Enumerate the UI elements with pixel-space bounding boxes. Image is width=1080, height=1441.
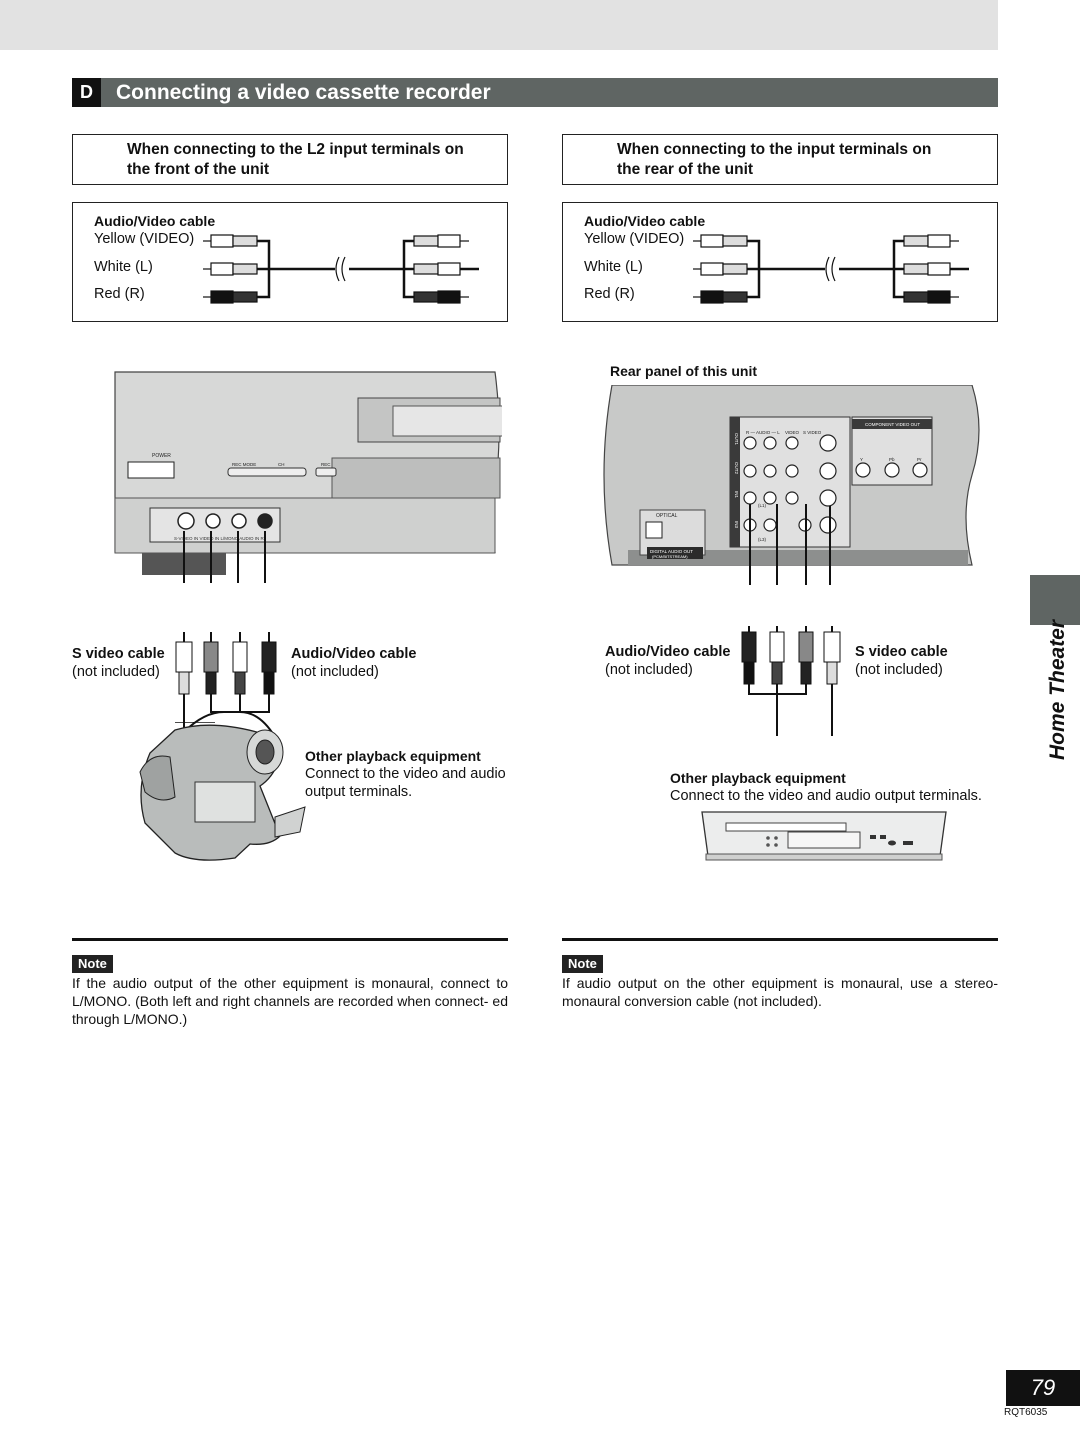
rec-mode-label: REC MODE xyxy=(232,462,256,467)
right-subheading-box: When connecting to the input terminals o… xyxy=(562,134,998,185)
vcr-illustration xyxy=(701,811,947,861)
right-cable-title: Audio/Video cable xyxy=(584,213,706,229)
component-pb-label: Pb xyxy=(889,457,895,462)
left-cable-white: White (L) xyxy=(94,259,153,275)
component-out-label: COMPONENT VIDEO OUT xyxy=(865,422,920,427)
in1-label: IN1 xyxy=(734,491,739,499)
right-note-label: Note xyxy=(562,955,603,973)
svg-text:Home Theater: Home Theater xyxy=(1046,618,1069,760)
optical-label: OPTICAL xyxy=(656,513,678,519)
digital-out-sublabel: (PCM/BITSTREAM) xyxy=(652,554,688,559)
left-av-cable-label: Audio/Video cable xyxy=(291,646,417,662)
right-cable-yellow: Yellow (VIDEO) xyxy=(584,231,685,247)
front-jacks-label: S-VIDEO IN VIDEO IN L/MONO AUDIO IN R xyxy=(174,536,265,541)
left-cable-title: Audio/Video cable xyxy=(94,213,216,229)
left-cable-yellow: Yellow (VIDEO) xyxy=(94,231,195,247)
right-subheading-line1: When connecting to the input terminals o… xyxy=(617,141,932,158)
page-number: 79 xyxy=(1006,1370,1080,1406)
right-av-cable-illustration xyxy=(693,234,969,304)
left-plugs-illustration xyxy=(175,632,277,738)
left-cable-red: Red (R) xyxy=(94,286,145,302)
right-equipment-line: Connect to the video and audio output te… xyxy=(670,788,982,804)
left-subheading-box: When connecting to the L2 input terminal… xyxy=(72,134,508,185)
audio-row-label: R — AUDIO — L xyxy=(746,430,780,435)
right-av-cable-label: Audio/Video cable xyxy=(605,644,731,660)
side-tab-block xyxy=(1030,575,1080,625)
section-header xyxy=(72,78,998,107)
left-equipment-line1: Connect to the video and audio xyxy=(305,766,506,782)
right-subheading-line2: the rear of the unit xyxy=(617,161,754,178)
right-cable-red: Red (R) xyxy=(584,286,635,302)
out1-label: OUT1 xyxy=(734,433,739,445)
digital-out-label: DIGITAL AUDIO OUT xyxy=(650,549,693,554)
component-pr-label: Pr xyxy=(917,457,922,462)
right-note-text: If audio output on the other equipment i… xyxy=(562,975,998,1009)
rec-label: REC xyxy=(321,462,331,467)
left-av-not-included: (not included) xyxy=(291,664,379,680)
side-tab-label: Home Theater xyxy=(1046,618,1069,760)
left-s-video-not-included: (not included) xyxy=(72,664,160,680)
left-note-text: If the audio output of the other equipme… xyxy=(72,975,508,1027)
left-equipment-line2: output terminals. xyxy=(305,784,413,800)
out2-label: OUT2 xyxy=(734,462,739,474)
left-note-label: Note xyxy=(72,955,113,973)
section-letter: D xyxy=(72,78,101,107)
front-panel-illustration: POWER REC MODE CH REC S-VIDEO IN VIDEO I… xyxy=(114,371,502,583)
rear-panel-title: Rear panel of this unit xyxy=(610,363,758,379)
right-s-video-not-included: (not included) xyxy=(855,662,943,678)
right-note-rule xyxy=(562,938,998,941)
top-bar xyxy=(0,0,998,50)
right-s-video-cable-label: S video cable xyxy=(855,644,948,660)
power-label: POWER xyxy=(152,453,171,459)
camcorder-illustration xyxy=(139,722,306,861)
s-video-label: S VIDEO xyxy=(803,430,822,435)
left-subheading-line2: the front of the unit xyxy=(127,161,270,178)
right-av-not-included: (not included) xyxy=(605,662,693,678)
left-av-cable-illustration xyxy=(203,234,479,304)
component-y-label: Y xyxy=(860,457,863,462)
section-title: Connecting a video cassette recorder xyxy=(116,81,491,104)
l3-label: (L3) xyxy=(758,537,767,542)
ch-label: CH xyxy=(278,462,285,467)
left-subheading-line1: When connecting to the L2 input terminal… xyxy=(127,141,464,158)
left-s-video-cable-label: S video cable xyxy=(72,646,165,662)
l1-label: (L1) xyxy=(758,503,767,508)
left-cable-box: Audio/Video cable Yellow (VIDEO) White (… xyxy=(72,202,508,322)
right-cable-white: White (L) xyxy=(584,259,643,275)
right-cable-box: Audio/Video cable Yellow (VIDEO) White (… xyxy=(562,202,998,322)
rear-panel-illustration: OPTICAL DIGITAL AUDIO OUT (PCM/BITSTREAM… xyxy=(603,385,980,585)
in3-label: IN3 xyxy=(734,521,739,529)
right-equipment-title: Other playback equipment xyxy=(670,770,846,786)
left-equipment-title: Other playback equipment xyxy=(305,748,481,764)
video-label: VIDEO xyxy=(785,430,800,435)
document-code: RQT6035 xyxy=(1004,1407,1048,1418)
right-plugs-illustration xyxy=(741,626,841,736)
left-note-rule xyxy=(72,938,508,941)
